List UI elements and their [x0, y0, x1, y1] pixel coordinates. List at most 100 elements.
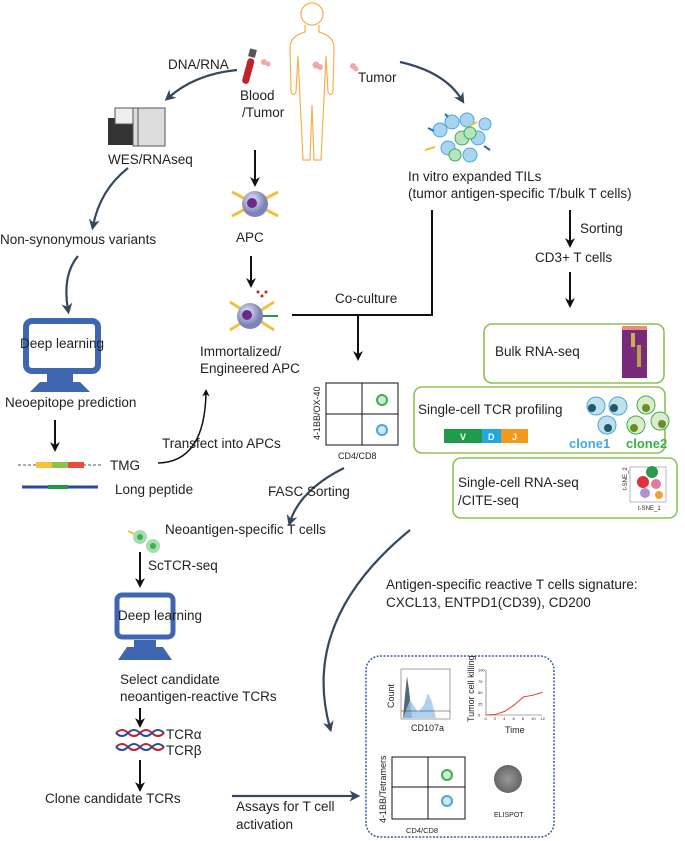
signature-label-1: Antigen-specific reactive T cells signat… [386, 577, 638, 592]
transfect-label: Transfect into APCs [162, 436, 281, 451]
tumor-killing-chart: 0 2 4 6 8 10 12 0 25 50 75 100 [478, 668, 546, 722]
assays-label-2: activation [236, 817, 293, 832]
blood-tube-icon [242, 48, 271, 84]
arrow-to-variants [88, 167, 129, 231]
assays-label-1: Assays for T cell [236, 799, 335, 814]
chart-data-point [485, 714, 487, 716]
quadrant-y-label: 4-1BB/OX-40 [312, 386, 322, 440]
chart-x-tick-label: 12 [541, 716, 546, 721]
chart-x-label: Time [505, 725, 525, 735]
chart-y-tick-label: 75 [478, 679, 483, 684]
tils-label-1: In vitro expanded TILs [408, 169, 542, 184]
tsne-x-label: t-SNE_1 [638, 506, 661, 512]
wes-label: WES/RNAseq [108, 152, 193, 167]
arrow-signature [322, 529, 411, 733]
tumor-label: Tumor [358, 70, 397, 85]
t-cells-icon [127, 530, 160, 553]
arrow-to-tils [399, 60, 465, 104]
variants-label: Non-synonymous variants [0, 232, 156, 247]
j-label: J [512, 432, 517, 442]
v-segment [444, 429, 482, 443]
select-label-2: neoantigen-reactive TCRs [120, 689, 277, 704]
engineered-apc-cell-icon [229, 290, 278, 332]
elispot-label: ELISPOT [494, 812, 524, 819]
apc-label: APC [236, 230, 264, 245]
tmg-construct-icon [18, 462, 102, 468]
arrow-to-deep-learning [61, 255, 79, 315]
dna-helix-icon [115, 729, 165, 751]
monitor-icon [23, 318, 101, 392]
assay-panel [365, 655, 555, 838]
assay-quadrant-x-label: CD4/CD8 [406, 826, 438, 835]
sequencer-icon [108, 107, 166, 147]
d-label: D [488, 432, 495, 442]
arrow-transfect [157, 389, 210, 464]
chart-y-tick-label: 50 [478, 690, 483, 695]
tsne-y-label: t-SNE_2 [623, 467, 629, 490]
single-cell-tcr-box [413, 386, 670, 454]
tils-label-2: (tumor antigen-specific T/bulk T cells) [408, 186, 632, 201]
arrow-fasc [286, 467, 345, 527]
coculture-connector [292, 210, 433, 316]
flow-quadrant-plot [325, 382, 399, 446]
cd3-label: CD3+ T cells [535, 250, 612, 265]
chart-x-tick-label: 2 [494, 716, 497, 721]
immortalized-label: Immortalized/ [200, 344, 281, 359]
sctcr-label: ScTCR-seq [148, 558, 218, 573]
histogram-y-label: Count [386, 683, 396, 708]
chart-x-tick-label: 0 [485, 716, 488, 721]
histogram-x-label: CD107a [411, 723, 444, 733]
chart-data-point [541, 691, 543, 694]
clone-tcrs-label: Clone candidate TCRs [45, 791, 181, 806]
assay-quadrant-y-label: 4-1BB/Tetramers [378, 755, 388, 823]
scrna-label-2: /CITE-seq [458, 493, 519, 508]
cd107a-histogram [400, 668, 451, 720]
deep-learning-label: Deep learning [20, 336, 104, 351]
clone2-label: clone2 [626, 436, 667, 451]
sc-tcr-label: Single-cell TCR profiling [418, 402, 563, 417]
tcra-label: TCRα [166, 727, 202, 742]
fasc-label: FASC Sorting [268, 484, 350, 499]
monitor-icon [114, 592, 176, 660]
chart-data-point [513, 704, 515, 706]
human-body-icon [289, 2, 359, 161]
chart-y-label: Tumor cell killing [466, 655, 476, 722]
long-peptide-icon [22, 485, 98, 489]
clone1-label: clone1 [569, 436, 610, 451]
signature-label-2: CXCL13, ENTPD1(CD39), CD200 [386, 595, 591, 610]
long-peptide-label: Long peptide [115, 482, 193, 497]
select-label-1: Select candidate [120, 672, 220, 687]
chart-data-point [522, 696, 524, 698]
chart-x-tick-label: 4 [503, 716, 506, 721]
elispot-well-icon [494, 765, 522, 793]
coculture-label: Co-culture [335, 291, 397, 306]
neoepitope-label: Neoepitope prediction [5, 395, 136, 410]
deep-learning-2-label: Deep learning [118, 608, 202, 623]
assay-quadrant-plot [391, 756, 466, 820]
bulk-rna-seq-box [483, 323, 665, 384]
sorting-label: Sorting [580, 221, 623, 236]
quadrant-x-label: CD4/CD8 [338, 451, 377, 461]
j-segment [501, 429, 528, 443]
chart-y-tick-label: 25 [478, 701, 483, 706]
chart-x-tick-label: 6 [513, 716, 516, 721]
chart-x-tick-label: 10 [531, 716, 536, 721]
apc-cell-icon [231, 190, 279, 218]
blood-label: Blood [240, 88, 275, 103]
tcrb-label: TCRβ [166, 743, 202, 758]
chart-data-point [504, 710, 506, 713]
chart-x-tick-label: 8 [522, 716, 525, 721]
arrow-to-sequencer [164, 68, 238, 101]
chart-data-point [494, 713, 496, 716]
dna-rna-label: DNA/RNA [168, 57, 229, 72]
til-cluster-icon [424, 112, 492, 163]
tmg-label: TMG [110, 458, 140, 473]
d-segment [482, 429, 501, 443]
chart-data-point [532, 694, 534, 696]
neoantigen-cells-label: Neoantigen-specific T cells [165, 522, 326, 537]
chart-y-tick-label: 0 [478, 713, 481, 718]
chart-y-tick-label: 100 [478, 668, 485, 673]
engineered-apc-label: Engineered APC [200, 361, 300, 376]
